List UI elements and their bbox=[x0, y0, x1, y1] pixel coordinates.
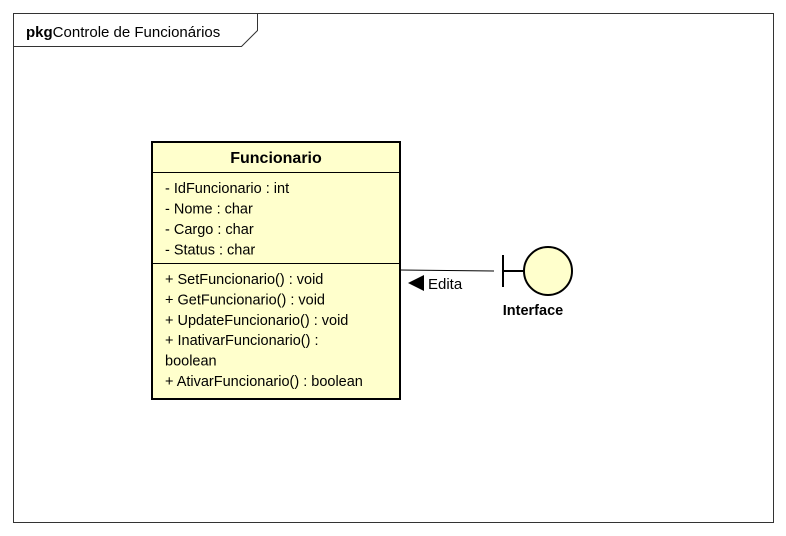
class-operation: boolean bbox=[165, 354, 217, 370]
class-operation: + GetFuncionario() : void bbox=[165, 292, 325, 308]
filled-triangle-left-icon bbox=[408, 275, 424, 291]
package-frame-title: pkgControle de Funcionários bbox=[26, 24, 220, 41]
boundary-interface[interactable]: Interface bbox=[502, 246, 573, 319]
boundary-icon bbox=[502, 246, 573, 296]
package-frame-tab bbox=[13, 13, 258, 47]
class-name: Funcionario bbox=[230, 150, 322, 167]
boundary-label: Interface bbox=[503, 303, 563, 319]
class-operations: + SetFuncionario() : void + GetFuncionari… bbox=[165, 272, 363, 390]
class-operation: + AtivarFuncionario() : boolean bbox=[165, 374, 363, 390]
class-operation: + UpdateFuncionario() : void bbox=[165, 313, 348, 329]
class-funcionario[interactable]: Funcionario - IdFuncionario : int - Nome … bbox=[151, 141, 401, 400]
association-label: Edita bbox=[428, 276, 463, 293]
class-attribute: - IdFuncionario : int bbox=[165, 181, 289, 197]
package-title: Controle de Funcionários bbox=[53, 24, 221, 41]
package-keyword: pkg bbox=[26, 24, 53, 41]
package-frame bbox=[13, 13, 774, 523]
class-operation: + SetFuncionario() : void bbox=[165, 272, 323, 288]
class-box bbox=[151, 141, 401, 400]
association-line[interactable] bbox=[399, 269, 495, 272]
class-attributes: - IdFuncionario : int - Nome : char - Carg… bbox=[165, 181, 289, 259]
class-operation: + InativarFuncionario() : bbox=[165, 333, 319, 349]
class-attribute: - Cargo : char bbox=[165, 222, 254, 238]
class-attribute: - Nome : char bbox=[165, 202, 253, 218]
class-attribute: - Status : char bbox=[165, 243, 255, 259]
